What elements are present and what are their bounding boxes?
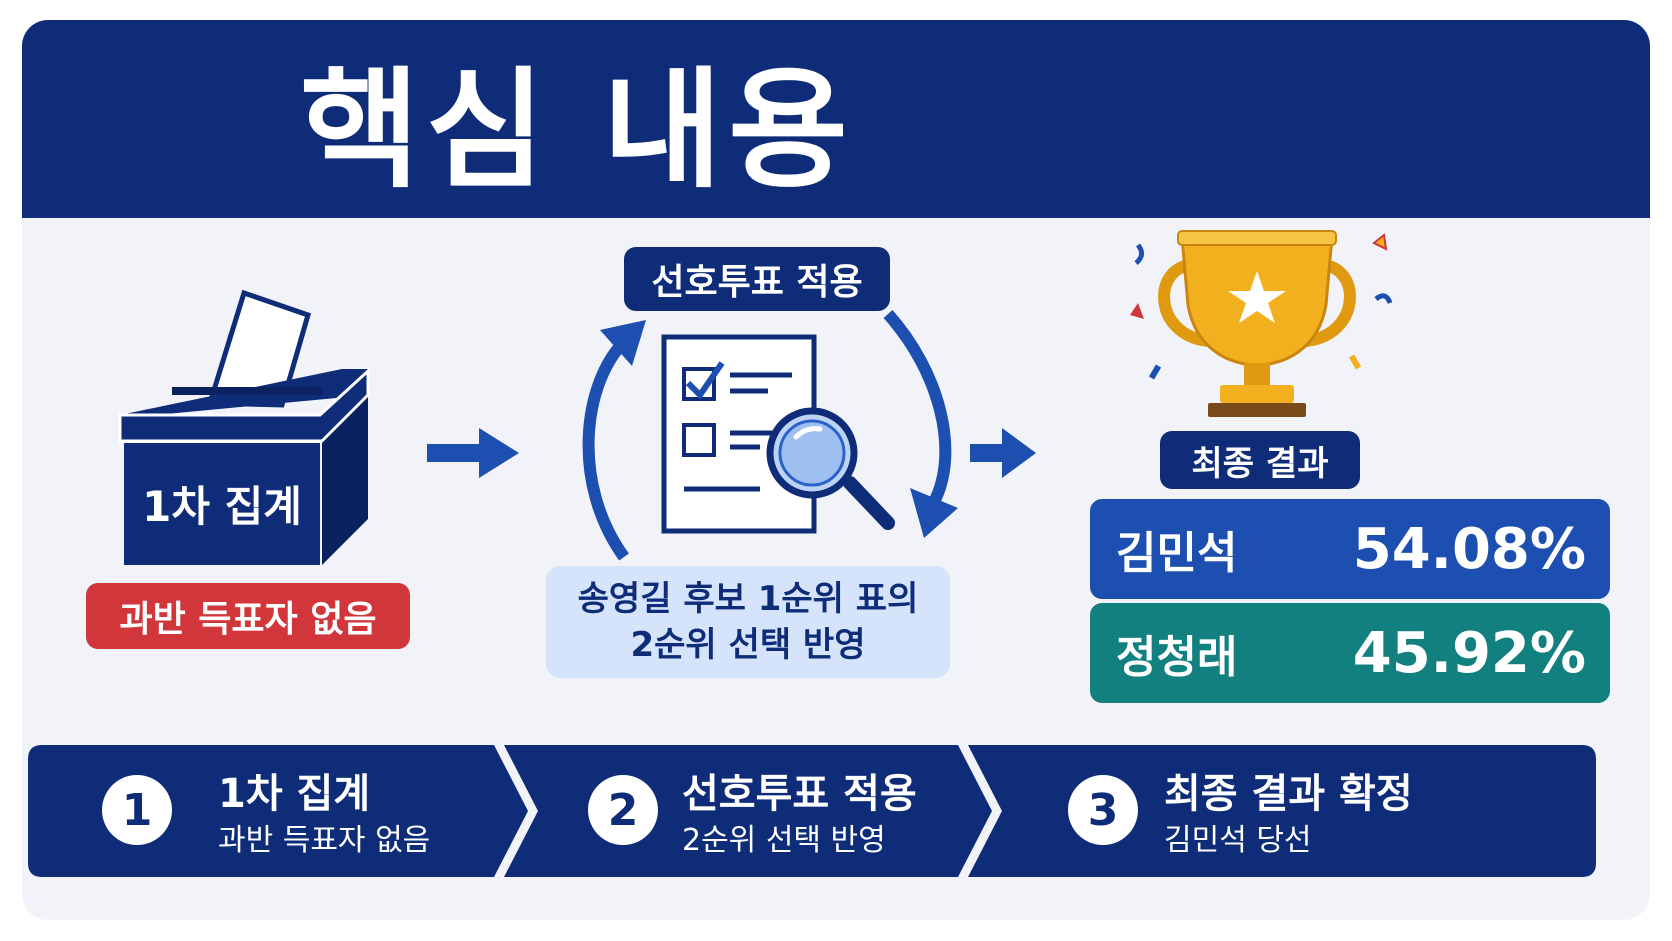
step-title-2: 선호투표 적용 xyxy=(682,771,917,817)
ballot-box-label: 1차 집계 xyxy=(142,481,302,531)
status-badge: 과반 득표자 없음 xyxy=(86,583,410,649)
arrow-right-icon xyxy=(427,428,519,478)
step-sub-2: 2순위 선택 반영 xyxy=(682,823,886,858)
confetti-icon xyxy=(1130,233,1393,380)
ballot-paper xyxy=(206,289,312,408)
title-banner: 핵심 내용 xyxy=(22,20,1650,218)
candidate-name: 김민석 xyxy=(1116,528,1238,579)
preference-note-line1: 송영길 후보 1순위 표의 xyxy=(577,579,919,619)
step-sub-3: 김민석 당선 xyxy=(1164,823,1312,858)
step-title-3: 최종 결과 확정 xyxy=(1164,771,1413,817)
preference-note: 송영길 후보 1순위 표의 2순위 선택 반영 xyxy=(546,566,950,678)
page-title: 핵심 내용 xyxy=(300,54,854,206)
final-result-badge: 최종 결과 xyxy=(1160,431,1360,489)
preference-note-line2: 2순위 선택 반영 xyxy=(630,625,866,665)
vote-share: 45.92% xyxy=(1352,620,1586,686)
process-step-bar: 1 1차 집계 과반 득표자 없음 2 선호투표 적용 2순위 선택 반영 3 … xyxy=(28,745,1596,877)
checklist-document-icon xyxy=(661,334,895,534)
arrow-right-icon xyxy=(970,428,1036,478)
step-number-3: 3 xyxy=(1068,775,1138,845)
cycle-arrows-icon xyxy=(582,309,958,561)
step-number-1: 1 xyxy=(102,775,172,845)
preference-vote-badge: 선호투표 적용 xyxy=(624,247,890,311)
ballot-box-icon xyxy=(118,289,370,565)
result-row-winner: 김민석 54.08% xyxy=(1090,499,1610,599)
candidate-name: 정청래 xyxy=(1116,632,1238,683)
magnifying-glass-icon xyxy=(766,407,895,530)
step-number-2: 2 xyxy=(588,775,658,845)
result-row-runner-up: 정청래 45.92% xyxy=(1090,603,1610,703)
step-sub-1: 과반 득표자 없음 xyxy=(218,823,431,858)
vote-share: 54.08% xyxy=(1352,516,1586,582)
step-title-1: 1차 집계 xyxy=(218,771,371,817)
trophy-icon xyxy=(1130,230,1393,417)
